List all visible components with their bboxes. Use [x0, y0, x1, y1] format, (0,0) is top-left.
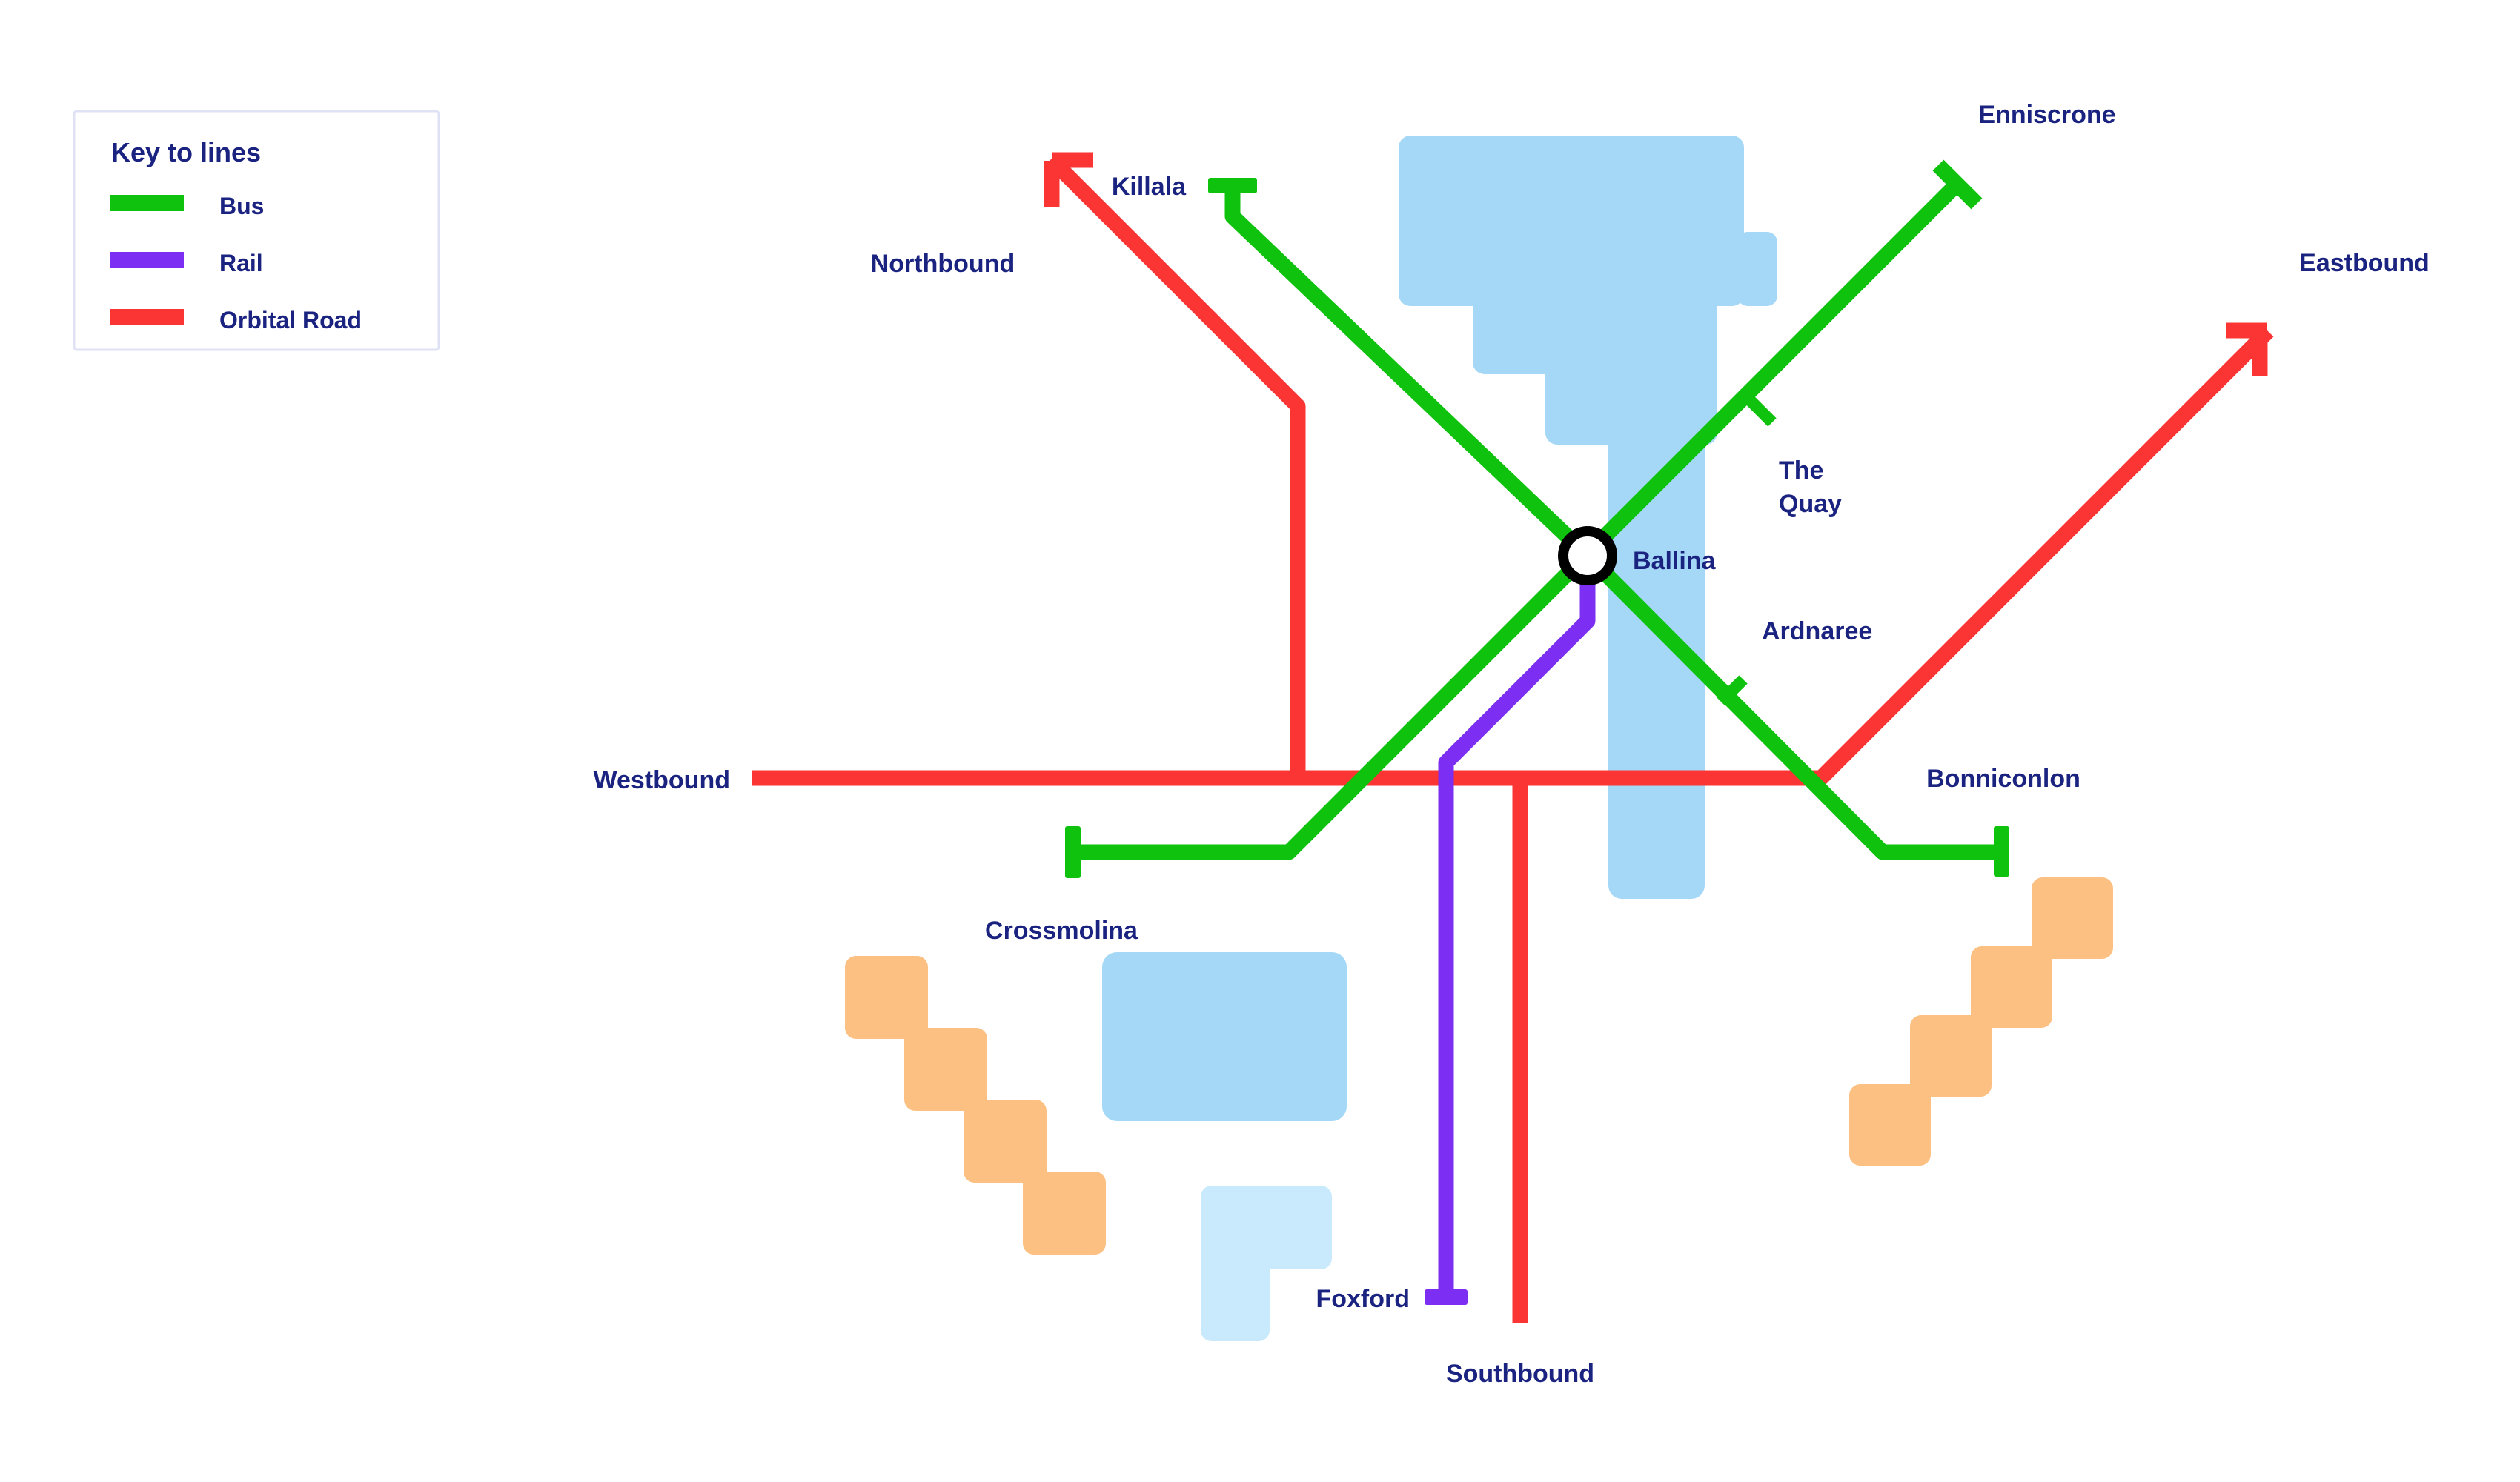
label-eastbound: Eastbound — [2299, 249, 2430, 277]
label-northbound: Northbound — [871, 250, 1015, 278]
label-crossmolina: Crossmolina — [985, 917, 1138, 945]
orbital-road-north-branch — [1045, 153, 1306, 778]
terrain-block-east-3 — [1971, 946, 2052, 1028]
killala-terminus-bar — [1208, 178, 1257, 193]
legend-title: Key to lines — [111, 137, 261, 167]
label-the-quay-line2: Quay — [1779, 490, 1842, 518]
terrain-block-west-1 — [845, 956, 928, 1039]
legend-label-orbital-road: Orbital Road — [219, 307, 362, 333]
lake — [1102, 952, 1347, 1121]
ballina-interchange-circle — [1558, 526, 1617, 585]
terrain-block-west-4 — [1023, 1172, 1106, 1255]
the-quay-station-tick — [1746, 396, 1777, 427]
label-enniscrone: Enniscrone — [1978, 101, 2115, 129]
orbital-road-west-east — [752, 325, 2274, 786]
rail-line-ballina-foxford — [1438, 571, 1596, 1291]
terrain-block-west-2 — [904, 1028, 987, 1111]
pond-tail — [1201, 1186, 1270, 1341]
terrain-block-east-1 — [1849, 1084, 1931, 1166]
bonniconlon-terminus-bar — [1994, 826, 2009, 877]
label-foxford: Foxford — [1316, 1285, 1410, 1313]
label-the-quay-line1: The — [1779, 456, 1823, 485]
legend-label-bus: Bus — [219, 193, 264, 219]
legend-box — [73, 110, 440, 351]
bus-line-enniscrone-crossmolina — [1080, 179, 1963, 860]
label-westbound: Westbound — [594, 766, 730, 794]
foxford-terminus-bar — [1425, 1289, 1468, 1305]
terrain-block-east-4 — [2032, 877, 2113, 959]
label-southbound: Southbound — [1446, 1360, 1594, 1388]
legend-swatch-bus — [110, 195, 184, 211]
terrain-block-east-2 — [1910, 1015, 1992, 1097]
crossmolina-terminus-bar — [1065, 826, 1081, 878]
legend-swatch-orbital-road — [110, 309, 184, 325]
label-ardnaree: Ardnaree — [1762, 617, 1872, 645]
terrain-block-west-3 — [964, 1100, 1047, 1183]
river-estuary-step-right — [1737, 232, 1777, 306]
ardnaree-station-tick — [1717, 675, 1748, 706]
label-bonniconlon: Bonniconlon — [1926, 765, 2080, 793]
label-killala: Killala — [1112, 173, 1187, 201]
label-ballina: Ballina — [1633, 547, 1717, 575]
river-estuary-top — [1399, 136, 1744, 306]
legend-label-rail: Rail — [219, 250, 263, 276]
enniscrone-terminus-bar — [1932, 159, 1983, 210]
legend-swatch-rail — [110, 252, 184, 268]
